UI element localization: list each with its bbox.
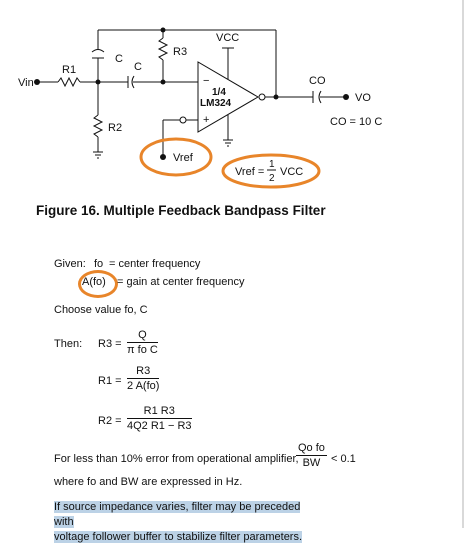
opamp-label-2: LM324: [200, 98, 232, 109]
highlighted-note: If source impedance varies, filter may b…: [54, 500, 316, 545]
r2-eq-den: 4Q2 R1 − R3: [127, 420, 192, 432]
minus-input-label: −: [203, 75, 209, 87]
c-mid-label: C: [134, 61, 142, 73]
co-label: CO: [309, 75, 326, 87]
given-gain-desc: = gain at center frequency: [117, 276, 245, 288]
r3-eq-lhs: R3 =: [98, 338, 122, 350]
error-fraction: Qo fo BW: [296, 442, 327, 469]
r1-eq-lhs: R1 =: [98, 375, 122, 387]
vcc-label: VCC: [216, 32, 239, 44]
r3-eq-num: Q: [127, 329, 158, 343]
given-f0-desc: = center frequency: [109, 258, 201, 270]
circuit-schematic: Vin R1 C C R3 R2 VCC 1/4 LM324 − + CO VO…: [18, 27, 382, 189]
r1-eq-den: 2 A(fo): [127, 380, 160, 392]
note-line-1: If source impedance varies, filter may b…: [54, 501, 301, 528]
given-label: Given:: [54, 258, 86, 270]
vref-eq-left: Vref =: [235, 166, 264, 178]
opamp-label-1: 1/4: [212, 87, 226, 98]
vref-eq-right: VCC: [280, 166, 303, 178]
opamp: [197, 61, 259, 133]
vref-eq-num: 1: [269, 159, 275, 170]
r1-eq-fraction: R3 2 A(fo): [127, 365, 160, 392]
given-f0: fo: [94, 258, 104, 270]
r3-eq-den: π fo C: [127, 344, 158, 356]
vo-label: VO: [355, 92, 371, 104]
where-text: where fo and BW are expressed in Hz.: [54, 476, 243, 488]
vref-label: Vref: [173, 152, 194, 164]
r1-eq-num: R3: [127, 365, 160, 379]
co-equation: CO = 10 C: [330, 116, 382, 128]
r1-label: R1: [62, 64, 76, 76]
r2-label: R2: [108, 122, 122, 134]
error-num: Qo fo: [296, 442, 327, 456]
c-top-label: C: [115, 53, 123, 65]
r3-eq-fraction: Q π fo C: [127, 329, 158, 356]
r2-eq-fraction: R1 R3 4Q2 R1 − R3: [127, 405, 192, 432]
r2-eq-lhs: R2 =: [98, 415, 122, 427]
r2-eq-num: R1 R3: [127, 405, 192, 419]
then-label: Then:: [54, 338, 83, 350]
gain-annotation-circle: [78, 270, 118, 298]
vin-label: Vin: [18, 77, 34, 89]
note-line-2: voltage follower buffer to stabilize fil…: [54, 531, 303, 543]
r2-resistor: [92, 114, 104, 138]
vref-eq-annotation-circle: [221, 153, 321, 189]
r3-label: R3: [173, 46, 187, 58]
r1-resistor: [57, 76, 81, 88]
choose-text: Choose value fo, C: [54, 304, 148, 316]
error-rhs: < 0.1: [331, 453, 356, 465]
page-right-border: [462, 0, 464, 528]
error-den: BW: [302, 457, 321, 469]
plus-input-label: +: [203, 114, 209, 126]
r3-resistor: [157, 37, 169, 61]
vref-annotation-circle: [139, 137, 213, 177]
vref-eq-den: 2: [269, 173, 275, 184]
error-text: For less than 10% error from operational…: [54, 453, 299, 465]
figure-caption: Figure 16. Multiple Feedback Bandpass Fi…: [36, 203, 326, 218]
